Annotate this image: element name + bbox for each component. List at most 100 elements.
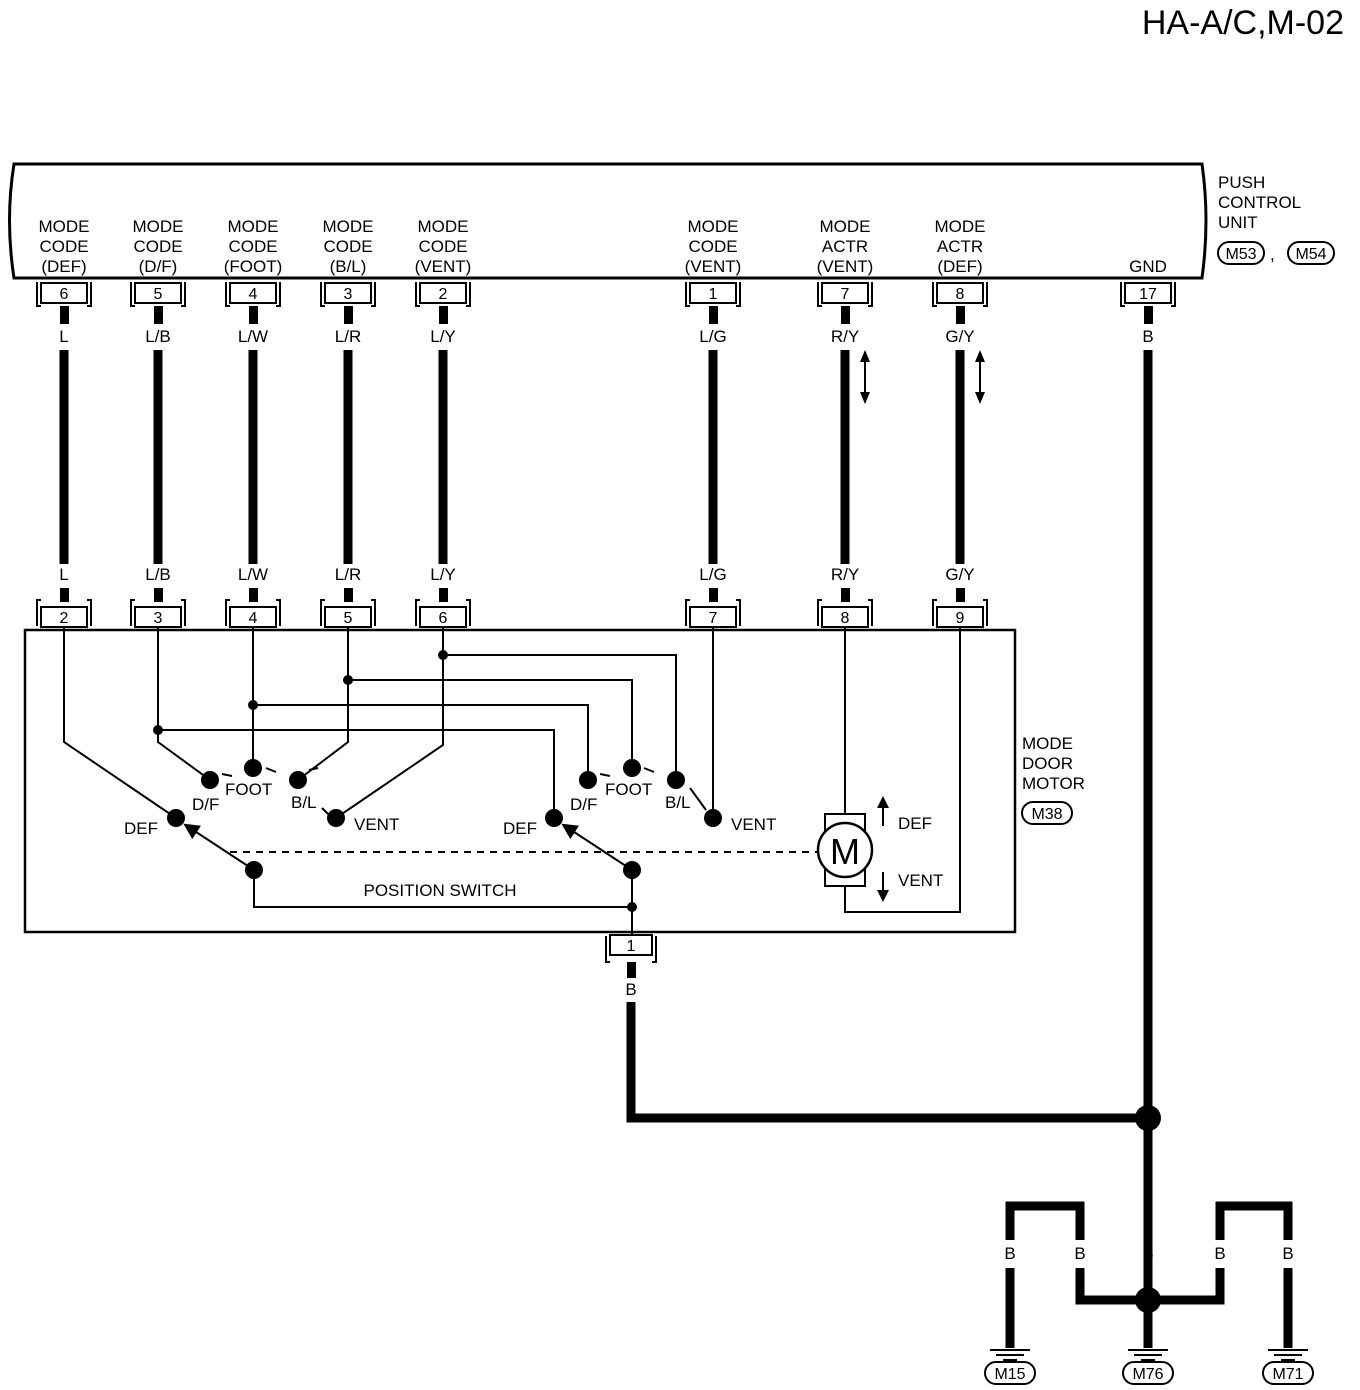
unit-pin-function-label: ACTR — [937, 237, 983, 256]
motor-ground-pin: 1 — [627, 938, 636, 955]
motor-wire-color: L/R — [335, 565, 361, 584]
ground-wire-labels: B B B B B — [1004, 1244, 1293, 1263]
unit-wire-color: L — [59, 327, 68, 346]
unit-pin-number: 5 — [154, 286, 163, 303]
gnd-column: GND 17 B — [1120, 257, 1176, 1300]
ground-splice-upper — [1135, 1105, 1161, 1131]
motor-symbol: M — [816, 813, 874, 887]
svg-text:M71: M71 — [1272, 1366, 1303, 1383]
unit-pin-function-label: (D/F) — [139, 257, 178, 276]
ground-tree — [1005, 1201, 1293, 1348]
unit-pin-number: 1 — [709, 286, 718, 303]
unit-pin-function-label: ACTR — [822, 237, 868, 256]
unit-pin-function-label: MODE — [820, 217, 871, 236]
unit-pin-function-label: MODE — [323, 217, 374, 236]
svg-text:B: B — [1142, 1244, 1153, 1263]
svg-text:DOOR: DOOR — [1022, 754, 1073, 773]
motor-pin-column: L/G7 — [685, 565, 741, 628]
label-foot-left: FOOT — [225, 780, 272, 799]
motor-direction-up: DEF — [877, 796, 932, 833]
connector-tag-m76: M76 — [1122, 1361, 1174, 1385]
mode-door-motor-box — [23, 628, 1017, 934]
motor-ground-wire-color: B — [625, 980, 636, 999]
motor-wire-color: G/Y — [945, 565, 974, 584]
connector-tag-m38: M38 — [1021, 801, 1073, 825]
svg-text:B: B — [1004, 1244, 1015, 1263]
position-switch-label: POSITION SWITCH — [364, 881, 517, 900]
motor-pin-number: 8 — [841, 610, 850, 627]
unit-wire-color: L/G — [699, 327, 726, 346]
unit-pin-function-label: (DEF) — [41, 257, 86, 276]
label-d-f-left: D/F — [192, 795, 219, 814]
motor-dir-vent: VENT — [898, 871, 943, 890]
connector-tag-m15: M15 — [984, 1361, 1036, 1385]
switch-contacts — [167, 759, 722, 879]
unit-wire-color: G/Y — [945, 327, 974, 346]
svg-text:M15: M15 — [994, 1366, 1025, 1383]
internal-wiring — [63, 628, 961, 935]
motor-pin-column: R/Y 8 — [817, 565, 873, 628]
unit-pin-number: 8 — [956, 286, 965, 303]
svg-text:M54: M54 — [1295, 246, 1326, 263]
motor-dir-def: DEF — [898, 814, 932, 833]
push-control-unit-label: PUSH CONTROL UNIT — [1218, 173, 1301, 232]
unit-pin-function-label: (B/L) — [330, 257, 367, 276]
switch-labels-right: D/F FOOT B/L VENT DEF — [503, 780, 776, 838]
svg-text:PUSH: PUSH — [1218, 173, 1265, 192]
motor-letter: M — [830, 831, 860, 872]
motor-wire-color: R/Y — [831, 565, 859, 584]
motor-pin-number: 5 — [344, 610, 353, 627]
push-control-unit-box — [8, 162, 1208, 280]
motor-pin-column: L/B3 — [130, 565, 186, 628]
unit-pin-function-label: (VENT) — [817, 257, 874, 276]
label-foot-right: FOOT — [605, 780, 652, 799]
unit-pin-function-label: CODE — [39, 237, 88, 256]
unit-pin-function-label: MODE — [688, 217, 739, 236]
label-b-l-right: B/L — [665, 793, 691, 812]
unit-pin-number: 6 — [60, 286, 69, 303]
unit-pin-function-label: MODE — [418, 217, 469, 236]
svg-text:M38: M38 — [1031, 806, 1062, 823]
motor-pin-number: 2 — [60, 610, 69, 627]
motor-pin-number: 9 — [956, 610, 965, 627]
svg-text:UNIT: UNIT — [1218, 213, 1258, 232]
unit-wire-color: L/B — [145, 327, 171, 346]
motor-pin-column: G/Y 9 — [932, 565, 988, 628]
motor-wire-color: L/B — [145, 565, 171, 584]
svg-text:M76: M76 — [1132, 1366, 1163, 1383]
label-vent-right: VENT — [731, 815, 776, 834]
junction-dots — [153, 650, 637, 912]
mode-door-motor-label: MODE DOOR MOTOR — [1022, 734, 1085, 793]
motor-wire-color: L — [59, 565, 68, 584]
motor-pin-column: L2 — [36, 565, 92, 628]
ground-symbols — [990, 1349, 1308, 1361]
motor-wire-color: L/W — [238, 565, 268, 584]
connector-separator: , — [1270, 245, 1275, 264]
motor-pin-number: 7 — [709, 610, 718, 627]
motor-ground-wire — [626, 1002, 1148, 1123]
unit-pin-number: 2 — [439, 286, 448, 303]
unit-pin-function-label: (FOOT) — [224, 257, 283, 276]
unit-wire-color: L/R — [335, 327, 361, 346]
connector-tag-m71: M71 — [1262, 1361, 1314, 1385]
svg-text:MOTOR: MOTOR — [1022, 774, 1085, 793]
unit-pin-function-label: CODE — [133, 237, 182, 256]
gnd-pin: 17 — [1139, 286, 1157, 303]
label-def-right: DEF — [503, 819, 537, 838]
unit-pin-function-label: MODE — [39, 217, 90, 236]
svg-text:MODE: MODE — [1022, 734, 1073, 753]
unit-wire-color: L/W — [238, 327, 268, 346]
unit-pin-number: 4 — [249, 286, 258, 303]
motor-wire-color: L/Y — [430, 565, 456, 584]
unit-pin-function-label: CODE — [323, 237, 372, 256]
unit-pin-function-label: MODE — [133, 217, 184, 236]
motor-ground-connector: 1 B — [605, 934, 657, 999]
label-d-f-right: D/F — [570, 795, 597, 814]
